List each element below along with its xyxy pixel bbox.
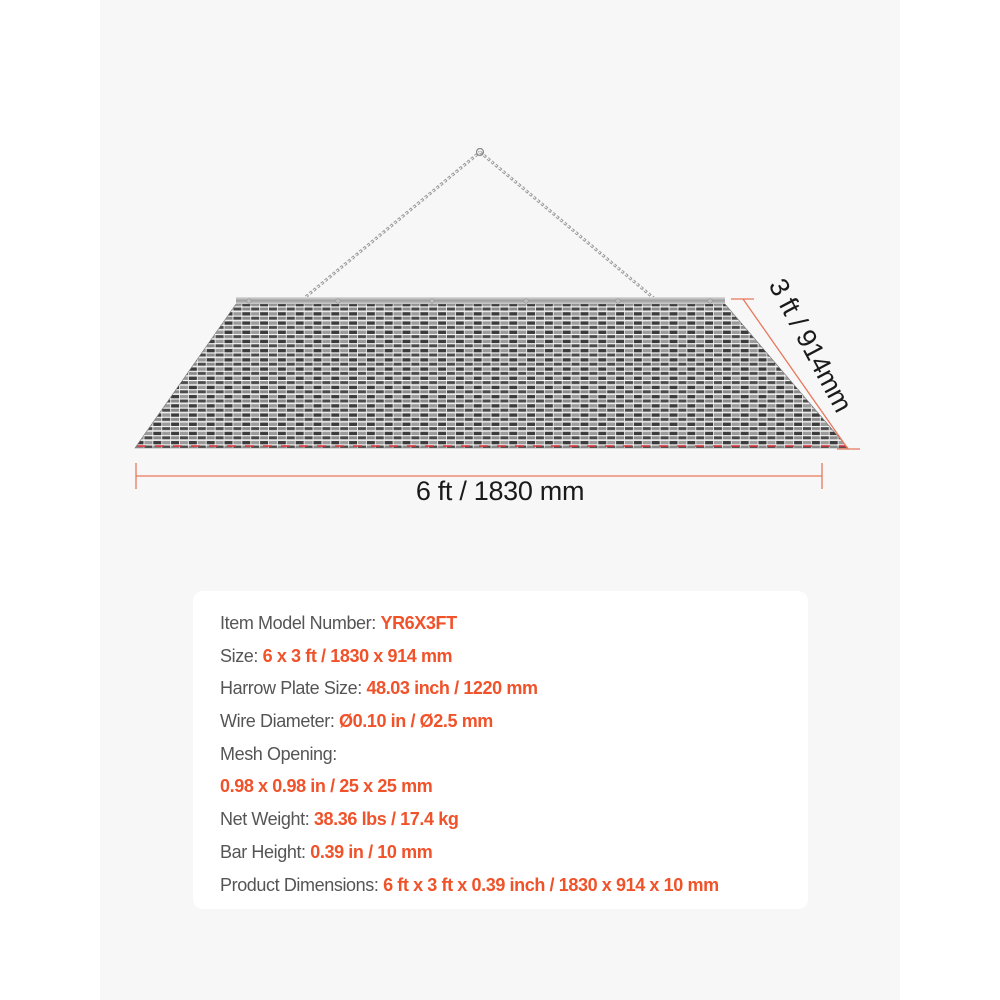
harrow-top-bar — [236, 297, 725, 304]
spec-value: 38.36 lbs / 17.4 kg — [313, 809, 459, 830]
spec-mesh-opening-value: 0.98 x 0.98 in / 25 x 25 mm — [220, 770, 719, 803]
spec-model-number: Item Model Number: YR6X3FT — [220, 607, 719, 640]
spec-value: 48.03 inch / 1220 mm — [366, 678, 538, 699]
spec-bar-height: Bar Height: 0.39 in / 10 mm — [220, 836, 719, 869]
spec-label: Size: — [220, 645, 263, 666]
spec-label: Harrow Plate Size: — [220, 678, 367, 699]
spec-label: Wire Diameter: — [220, 711, 340, 732]
specifications-card: Item Model Number: YR6X3FT Size: 6 x 3 f… — [193, 591, 808, 909]
spec-label: Item Model Number: — [220, 613, 381, 633]
width-dimension-line — [135, 463, 823, 489]
spec-mesh-opening-label: Mesh Opening: — [220, 738, 719, 771]
spec-wire-diameter: Wire Diameter: Ø0.10 in / Ø2.5 mm — [220, 705, 719, 738]
spec-label: Bar Height: — [220, 841, 311, 862]
harrow-mesh — [135, 304, 848, 448]
spec-list: Item Model Number: YR6X3FT Size: 6 x 3 f… — [220, 607, 719, 901]
spec-value: 6 ft x 3 ft x 0.39 inch / 1830 x 914 x 1… — [383, 874, 719, 895]
spec-value: YR6X3FT — [380, 613, 457, 633]
width-dimension-label: 6 ft / 1830 mm — [415, 476, 585, 506]
spec-label: Mesh Opening: — [220, 743, 337, 764]
spec-size: Size: 6 x 3 ft / 1830 x 914 mm — [220, 640, 719, 673]
spec-label: Net Weight: — [220, 809, 314, 830]
spec-value: 6 x 3 ft / 1830 x 914 mm — [262, 645, 453, 666]
spec-net-weight: Net Weight: 38.36 lbs / 17.4 kg — [220, 803, 719, 836]
spec-value: 0.98 x 0.98 in / 25 x 25 mm — [220, 776, 433, 797]
chain-icon — [301, 147, 657, 302]
spec-product-dimensions: Product Dimensions: 6 ft x 3 ft x 0.39 i… — [220, 869, 719, 902]
spec-harrow-plate-size: Harrow Plate Size: 48.03 inch / 1220 mm — [220, 672, 719, 705]
spec-value: 0.39 in / 10 mm — [310, 841, 433, 862]
spec-value: Ø0.10 in / Ø2.5 mm — [339, 711, 493, 732]
depth-dimension-line — [731, 298, 860, 450]
harrow-product-image — [134, 147, 860, 489]
spec-label: Product Dimensions: — [220, 874, 384, 895]
